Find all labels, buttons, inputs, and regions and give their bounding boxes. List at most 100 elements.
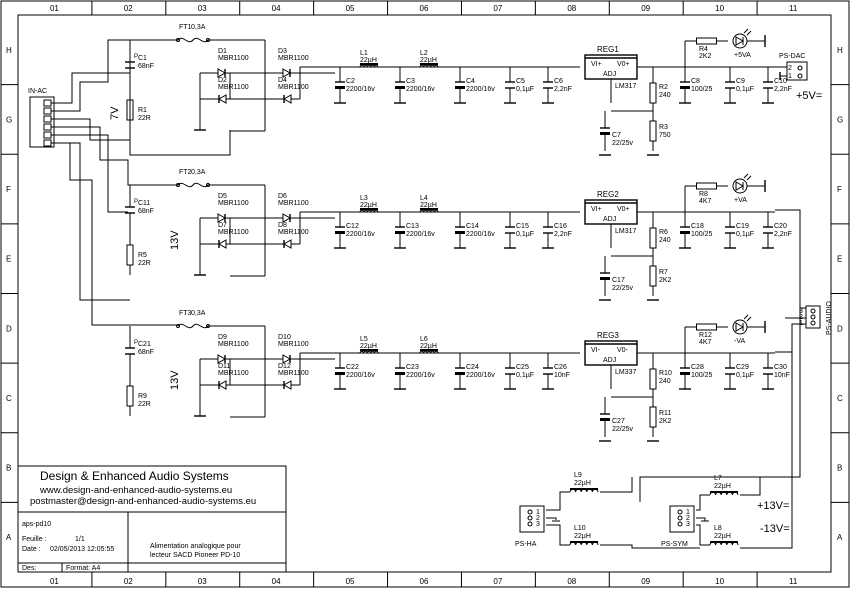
column-label-bottom: 05 [346,577,355,586]
resistor-ref: R4 [699,46,708,53]
resistor-value: 2K2 [699,53,712,60]
ps-audio-pin-3: 3 [799,308,803,315]
inductor-value: 22µH [360,202,377,209]
capacitor-C26 [543,353,553,389]
capacitor-C4 [455,67,465,103]
diode-value: MBR1100 [218,370,249,377]
capacitor-ref: C16 [554,223,567,230]
row-label-left: D [6,324,12,333]
capacitor-ref: C4 [466,78,475,85]
fuse-ref: FT2 [179,169,192,176]
ps-sym-pin-3: 3 [686,521,690,528]
row-label-right: B [837,464,842,473]
rail-minus13: -13V= [760,523,790,535]
resistor-ref: R10 [659,370,672,377]
transformer-label-3: 13V [169,370,181,390]
capacitor-ref: C11 [138,200,150,207]
column-label-top: 05 [346,4,355,13]
diode-D1 [217,68,227,78]
inductor-ref: L5 [360,336,368,343]
capacitor-value: 2200/16v [466,372,495,379]
resistor-R2 [649,75,657,111]
inductor-ref: L3 [360,195,368,202]
capacitor-C2 [335,67,345,103]
resistor-ref: R12 [699,332,712,339]
capacitor-C15 [505,212,515,248]
capacitor-value: 2,2nF [554,231,572,238]
regulator-pin-adj: ADJ [603,216,616,223]
diode-value: MBR1100 [218,229,249,236]
diode-value: MBR1100 [278,229,309,236]
capacitor-C22 [335,353,345,389]
capacitor-value: 10nF [774,372,790,379]
capacitor-value: 0,1µF [516,372,534,379]
capacitor-value: 68nF [138,208,154,215]
capacitor-ref: C15 [516,223,529,230]
diode-D7 [217,239,227,249]
capacitor-value: 22/25v [612,426,634,433]
regulator-pin-out: V0- [617,347,629,354]
capacitor-C28 [680,353,690,389]
column-label-bottom: 07 [493,577,502,586]
diode-ref: D8 [278,222,287,229]
column-label-top: 04 [272,4,281,13]
capacitor-value: 10nF [554,372,570,379]
capacitor-C12 [335,212,345,248]
date-value: 02/05/2013 12:05:55 [50,546,114,553]
row-label-right: F [837,185,842,194]
resistor-ref: R1 [138,107,147,114]
capacitor-value: 2200/16v [406,86,435,93]
fuse-value: 0,3A [191,24,206,31]
diode-ref: D4 [278,77,287,84]
capacitor-ref: C28 [691,364,704,371]
capacitor-value: 0,1µF [736,86,754,93]
in-ac-label: IN-AC [28,88,47,95]
resistor-value: 2K2 [659,418,672,425]
diode-ref: D7 [218,222,227,229]
inductor-L3 [359,208,379,213]
resistor-R7 [649,256,657,296]
row-label-left: B [6,464,11,473]
ps-dac-pin-2: 2 [788,65,792,72]
inductor-L6 [419,349,439,354]
column-label-bottom: 02 [124,577,133,586]
inductor-value: 22µH [574,533,591,540]
resistor-value: 22R [138,401,151,408]
diode-D12 [282,380,292,390]
column-labels: 0101020203030404050506060707080809091010… [50,4,798,586]
company-url: www.design-and-enhanced-audio-systems.eu [39,485,232,496]
capacitor-ref: C23 [406,364,419,371]
inductor-value: 22µH [714,533,731,540]
designer-label: Des: [22,565,36,572]
column-label-bottom: 06 [420,577,429,586]
capacitor-value: 2200/16v [466,231,495,238]
capacitor-value: 2200/16v [346,231,375,238]
row-label-right: A [837,533,843,542]
diode-D4 [282,94,292,104]
diode-D9 [217,354,227,364]
polarity-mark: P [134,199,138,205]
diode-value: MBR1100 [218,341,249,348]
ps-sym-pin-1: 1 [686,509,690,516]
diode-value: MBR1100 [218,55,249,62]
ps-dac-label: PS-DAC [779,53,805,60]
resistor-ref: R7 [659,269,668,276]
column-label-top: 11 [789,4,798,13]
capacitor-C16 [543,212,553,248]
resistor-ref: R5 [138,252,147,259]
capacitor-ref: C13 [406,223,419,230]
company-email: postmaster@design-and-enhanced-audio-sys… [30,496,256,507]
capacitor-ref: C10 [774,78,787,85]
resistor-R6 [649,220,657,256]
capacitor-value: 2,2nF [774,231,792,238]
capacitor-value: 0,1µF [736,231,754,238]
row-label-left: A [6,533,12,542]
inductor-L4 [419,208,439,213]
column-label-top: 02 [124,4,133,13]
resistor-ref: R8 [699,191,708,198]
inductor-ref: L6 [420,336,428,343]
